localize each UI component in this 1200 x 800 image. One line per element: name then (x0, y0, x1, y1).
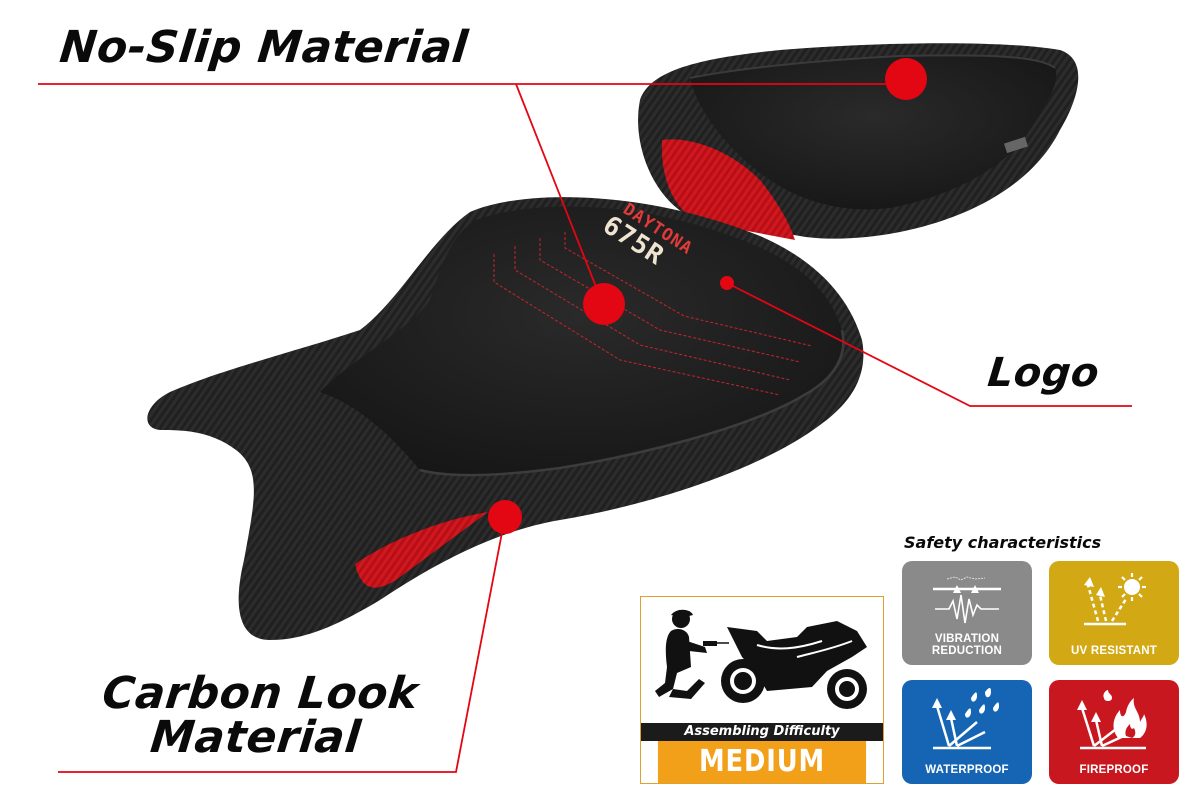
waterproof-tile: WATERPROOF (902, 680, 1032, 784)
water-drops-icon (932, 688, 999, 750)
mechanic-motorcycle-icon (655, 609, 867, 709)
logo-label: Logo (985, 350, 1102, 396)
no-slip-material-label: No-Slip Material (57, 22, 471, 73)
sun-reflect-icon (1084, 573, 1146, 626)
carbon-dot (488, 500, 522, 534)
no-slip-dot (885, 58, 927, 100)
waterproof-label: WATERPROOF (925, 764, 1009, 776)
tile-label-line1: VIBRATION (934, 633, 1000, 645)
assembly-difficulty-badge: Assembling Difficulty MEDIUM (640, 596, 884, 784)
callout-dots (488, 58, 927, 534)
fireproof-tile: FIREPROOF (1049, 680, 1179, 784)
logo-dot (720, 276, 734, 290)
vibration-wave-icon (933, 576, 1001, 624)
uv-resistant-label: UV RESISTANT (1071, 645, 1157, 657)
no-slip-seat-dot (583, 283, 625, 325)
uv-resistant-tile: UV RESISTANT (1049, 561, 1179, 665)
carbon-label-line1: Carbon Look (100, 668, 421, 719)
vibration-reduction-label: VIBRATION REDUCTION (902, 633, 1032, 657)
rider-seat: DAYTONA 675R (147, 197, 864, 641)
carbon-label-line2: Material (148, 712, 364, 763)
flame-icon (1077, 690, 1147, 750)
safety-characteristics-title: Safety characteristics (904, 533, 1102, 552)
callout-lines (38, 83, 1132, 773)
vibration-reduction-tile: VIBRATION REDUCTION (902, 561, 1032, 665)
fireproof-label: FIREPROOF (1079, 764, 1149, 776)
carbon-look-material-label: Carbon Look Material (73, 668, 442, 763)
assembly-difficulty-level: MEDIUM (657, 741, 867, 783)
tile-label-line2: REDUCTION (931, 645, 1003, 657)
assembly-difficulty-caption: Assembling Difficulty (641, 723, 883, 741)
pillion-seat (638, 43, 1079, 240)
